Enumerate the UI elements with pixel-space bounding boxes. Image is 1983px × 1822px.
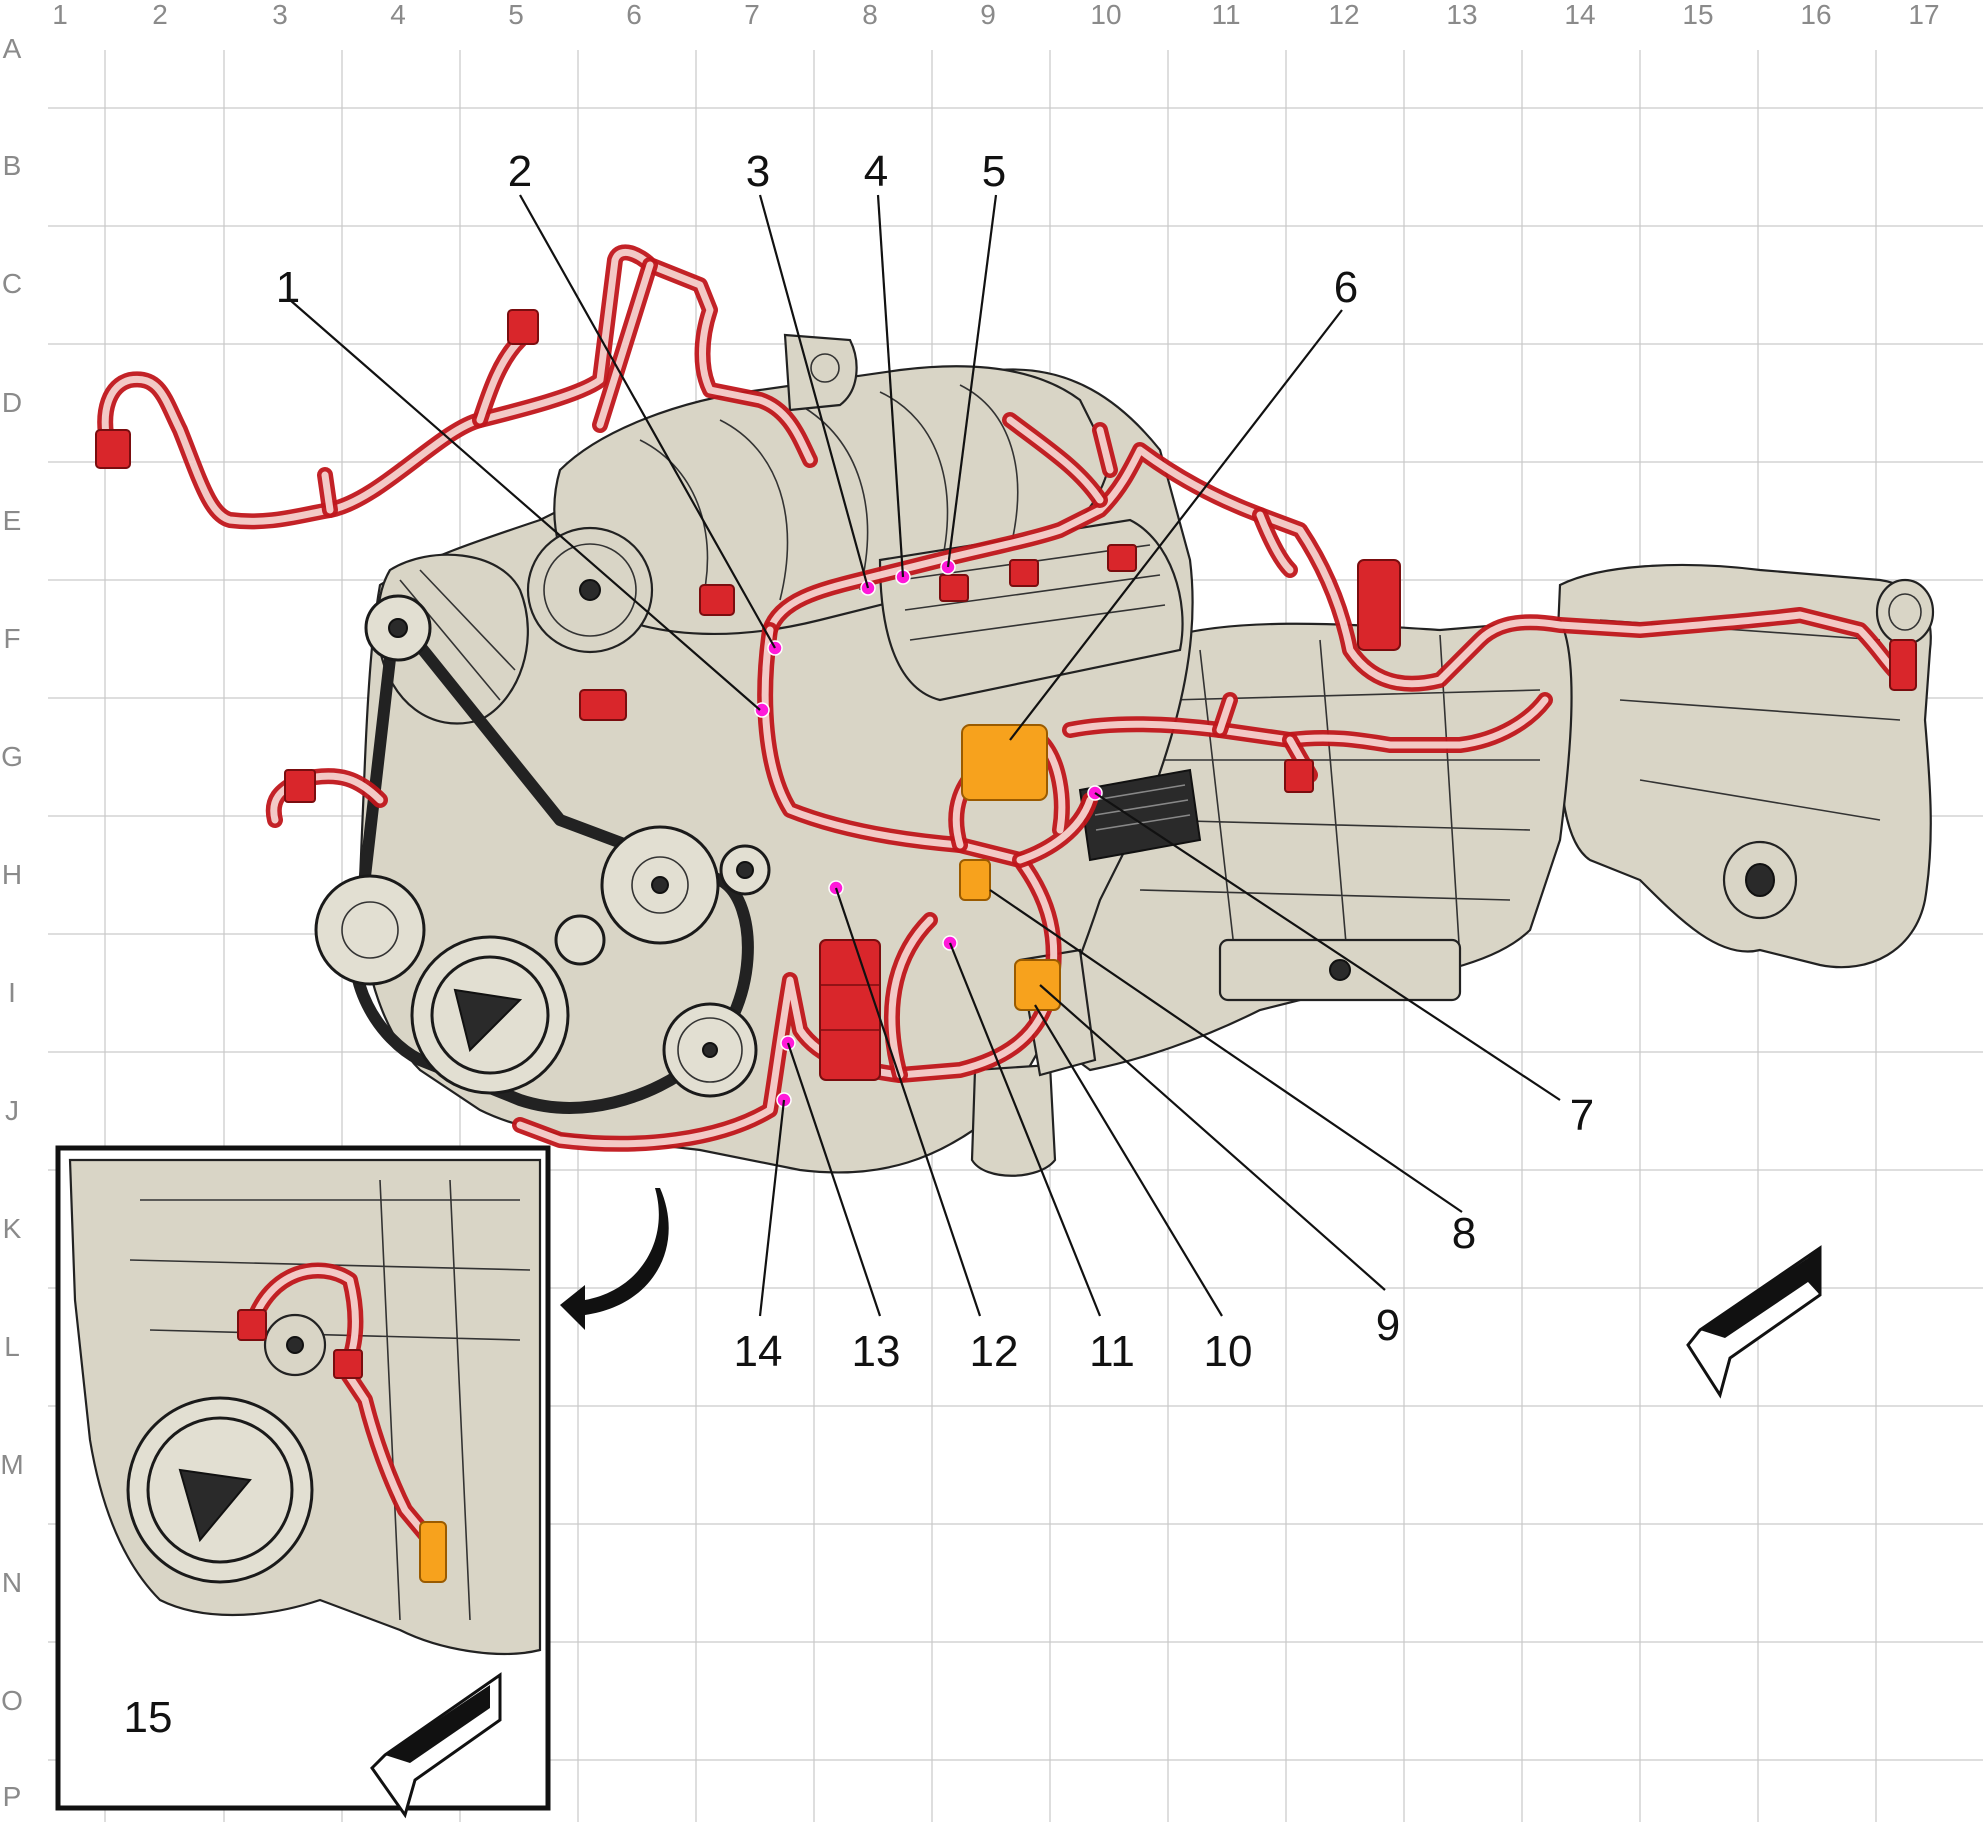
row-label-B: B (3, 150, 22, 181)
col-label-5: 5 (508, 0, 524, 30)
connector-orange-10 (1014, 959, 1061, 1011)
row-label-O: O (1, 1685, 23, 1716)
callout-9: 9 (1376, 1301, 1400, 1350)
col-label-2: 2 (152, 0, 168, 30)
col-label-14: 14 (1564, 0, 1595, 30)
connector-upper-left (507, 309, 539, 345)
callout-2: 2 (508, 147, 532, 196)
inset-connector-15 (419, 1521, 447, 1583)
connector-injector-row (939, 574, 969, 602)
callout-labels: 1 2 3 4 5 6 7 8 9 10 11 12 13 14 15 (124, 147, 1595, 1742)
connector-transmission-module (1357, 559, 1401, 651)
transfer-output-flange (1875, 578, 1935, 646)
callout-15: 15 (124, 1693, 173, 1742)
row-label-D: D (2, 387, 22, 418)
inset-detail-view (55, 1145, 551, 1811)
callout-14: 14 (734, 1327, 783, 1376)
callout-4: 4 (864, 147, 888, 196)
callout-7: 7 (1570, 1091, 1594, 1140)
col-label-10: 10 (1090, 0, 1121, 30)
col-label-3: 3 (272, 0, 288, 30)
row-label-A: A (3, 33, 22, 64)
col-label-7: 7 (744, 0, 760, 30)
wiring-harness (95, 244, 1917, 1152)
row-label-N: N (2, 1567, 22, 1598)
row-label-L: L (4, 1331, 20, 1362)
col-label-6: 6 (626, 0, 642, 30)
callout-1: 1 (276, 263, 300, 312)
engine-control-module (1078, 768, 1202, 862)
row-label-F: F (3, 623, 20, 654)
row-label-M: M (0, 1449, 23, 1480)
grid-column-labels: 1 2 3 4 5 6 7 8 9 10 11 12 13 14 15 16 1… (52, 0, 1939, 30)
col-label-8: 8 (862, 0, 878, 30)
callout-8: 8 (1452, 1209, 1476, 1258)
callout-12: 12 (970, 1327, 1019, 1376)
ac-compressor-pulley (314, 874, 426, 986)
connector-orange-9 (959, 859, 991, 901)
oil-filter (970, 1063, 1057, 1177)
row-label-H: H (2, 859, 22, 890)
col-label-16: 16 (1800, 0, 1831, 30)
row-label-E: E (3, 505, 22, 536)
connector-transfer-case (1889, 639, 1917, 691)
callout-6: 6 (1334, 263, 1358, 312)
connector-left-end (95, 429, 131, 469)
view-direction-arrow-icon (1686, 1245, 1822, 1399)
col-label-13: 13 (1446, 0, 1477, 30)
callout-3: 3 (746, 147, 770, 196)
callout-13: 13 (852, 1327, 901, 1376)
col-label-4: 4 (390, 0, 406, 30)
col-label-17: 17 (1908, 0, 1939, 30)
row-label-G: G (1, 741, 23, 772)
row-label-K: K (3, 1213, 22, 1244)
col-label-15: 15 (1682, 0, 1713, 30)
idler-pulley (554, 914, 606, 966)
col-label-9: 9 (980, 0, 996, 30)
row-label-C: C (2, 268, 22, 299)
callout-10: 10 (1204, 1327, 1253, 1376)
connector-orange-6 (961, 724, 1048, 801)
col-label-1: 1 (52, 0, 68, 30)
col-label-12: 12 (1328, 0, 1359, 30)
connector-front-sensors (819, 939, 881, 1081)
callout-11: 11 (1089, 1327, 1135, 1376)
view-direction-arrow-icon (370, 1672, 502, 1819)
transfer-case (1553, 563, 1932, 969)
serpentine-belt (348, 611, 754, 1114)
engine-assembly (314, 333, 1935, 1177)
row-label-P: P (3, 1781, 22, 1812)
col-label-11: 11 (1211, 0, 1240, 30)
row-label-I: I (8, 977, 16, 1008)
inset-pointer-arrow-icon (560, 1188, 669, 1330)
row-label-J: J (5, 1095, 19, 1126)
rear-lift-bracket (783, 333, 858, 412)
grid-row-labels: A B C D E F G H I J K L M N O P (0, 33, 23, 1812)
callout-5: 5 (982, 147, 1006, 196)
